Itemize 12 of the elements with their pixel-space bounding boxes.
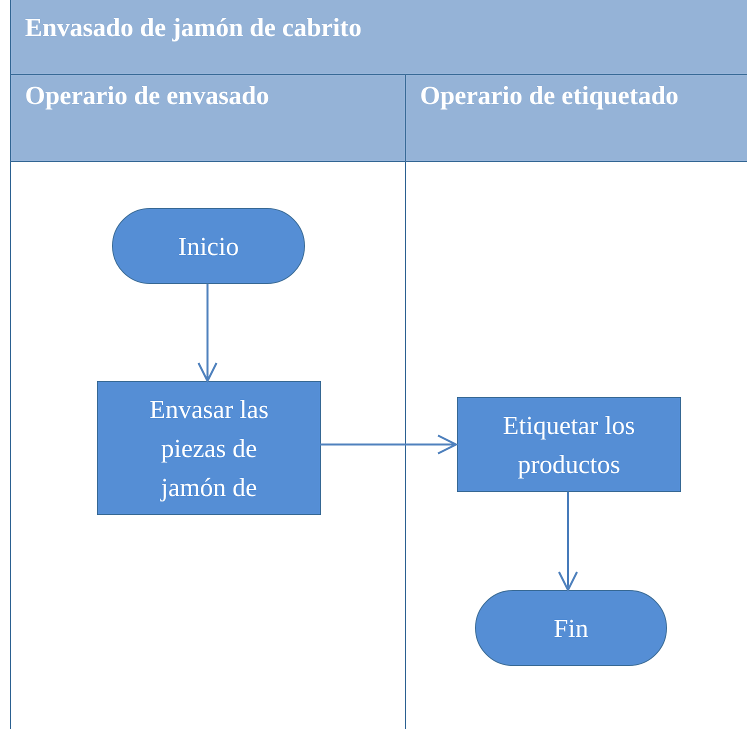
swimlane-pool — [10, 0, 747, 729]
arrow — [198, 284, 218, 382]
lane-header: Operario de envasado — [11, 75, 405, 162]
swimlane — [11, 75, 406, 729]
process-box: Envasar las piezas de jamón de — [97, 381, 321, 515]
process-box: Etiquetar los productos — [457, 397, 681, 492]
lane-header: Operario de etiquetado — [406, 75, 747, 162]
terminator-shape: Fin — [475, 590, 667, 666]
terminator-shape: Inicio — [112, 208, 305, 284]
pool-title: Envasado de jamón de cabrito — [11, 0, 747, 75]
arrow — [558, 492, 578, 591]
arrow — [320, 434, 457, 454]
